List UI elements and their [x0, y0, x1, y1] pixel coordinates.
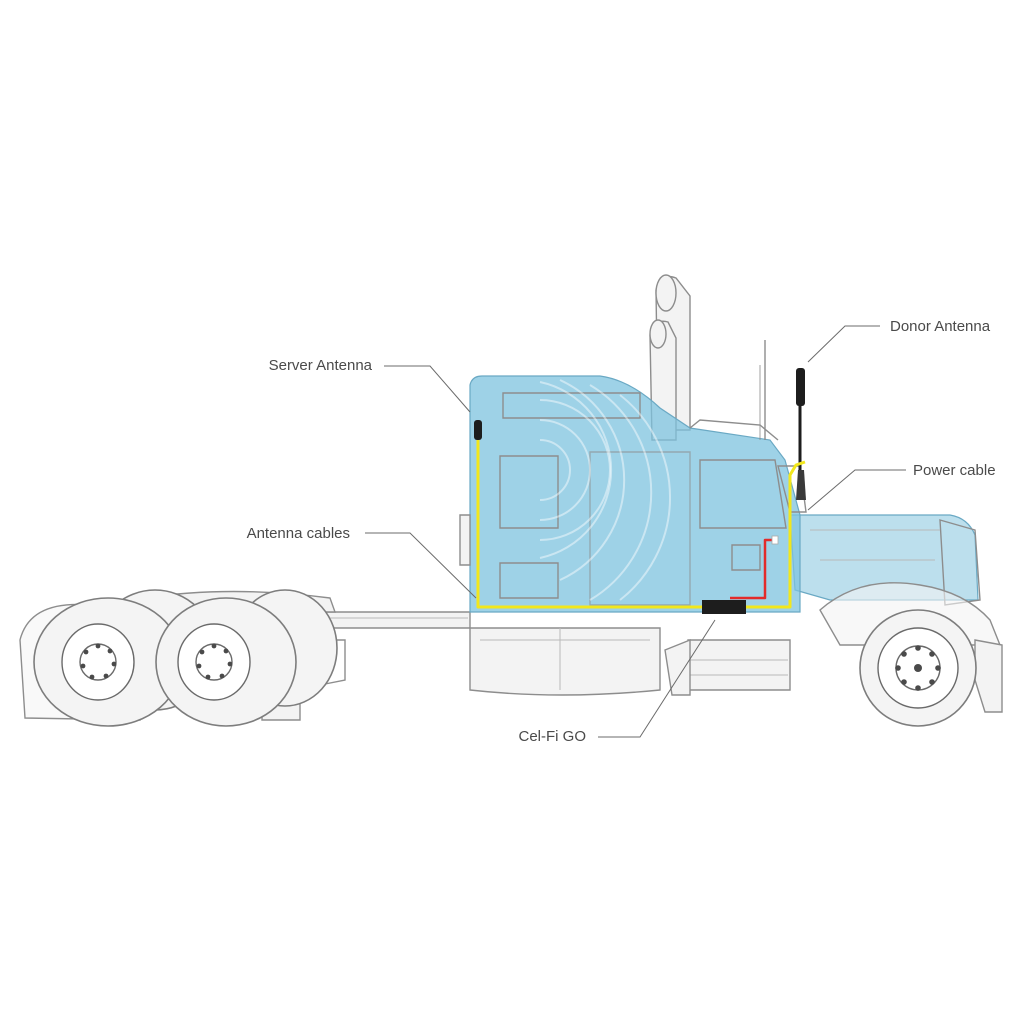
power-cable-line [730, 538, 774, 600]
leader-cel-fi-go [598, 619, 716, 738]
rear-wheel-2-lug-nuts [196, 643, 233, 680]
power-plug [771, 535, 779, 545]
leader-server-antenna [384, 365, 471, 413]
donor-antenna [796, 368, 806, 500]
front-wheel [859, 609, 977, 727]
cel-fi-go-device [702, 600, 746, 614]
label-antenna-cables: Antenna cables [247, 525, 350, 542]
signal-waves [539, 379, 671, 601]
label-power-cable: Power cable [913, 462, 996, 479]
roof-details [689, 340, 779, 441]
truck-cab [459, 375, 807, 613]
callout-leaders [365, 325, 906, 738]
label-donor-antenna: Donor Antenna [890, 318, 991, 335]
label-cel-fi-go: Cel-Fi GO [519, 728, 587, 745]
fuel-tanks [469, 627, 791, 696]
rear-wheels [33, 589, 338, 727]
antenna-cable [476, 440, 806, 609]
leader-donor-antenna [807, 325, 880, 363]
leader-antenna-cables [365, 532, 477, 599]
leader-power-cable [807, 469, 906, 511]
label-server-antenna: Server Antenna [269, 357, 373, 374]
rear-wheel-1-lug-nuts [80, 643, 117, 680]
server-antenna [474, 420, 482, 440]
